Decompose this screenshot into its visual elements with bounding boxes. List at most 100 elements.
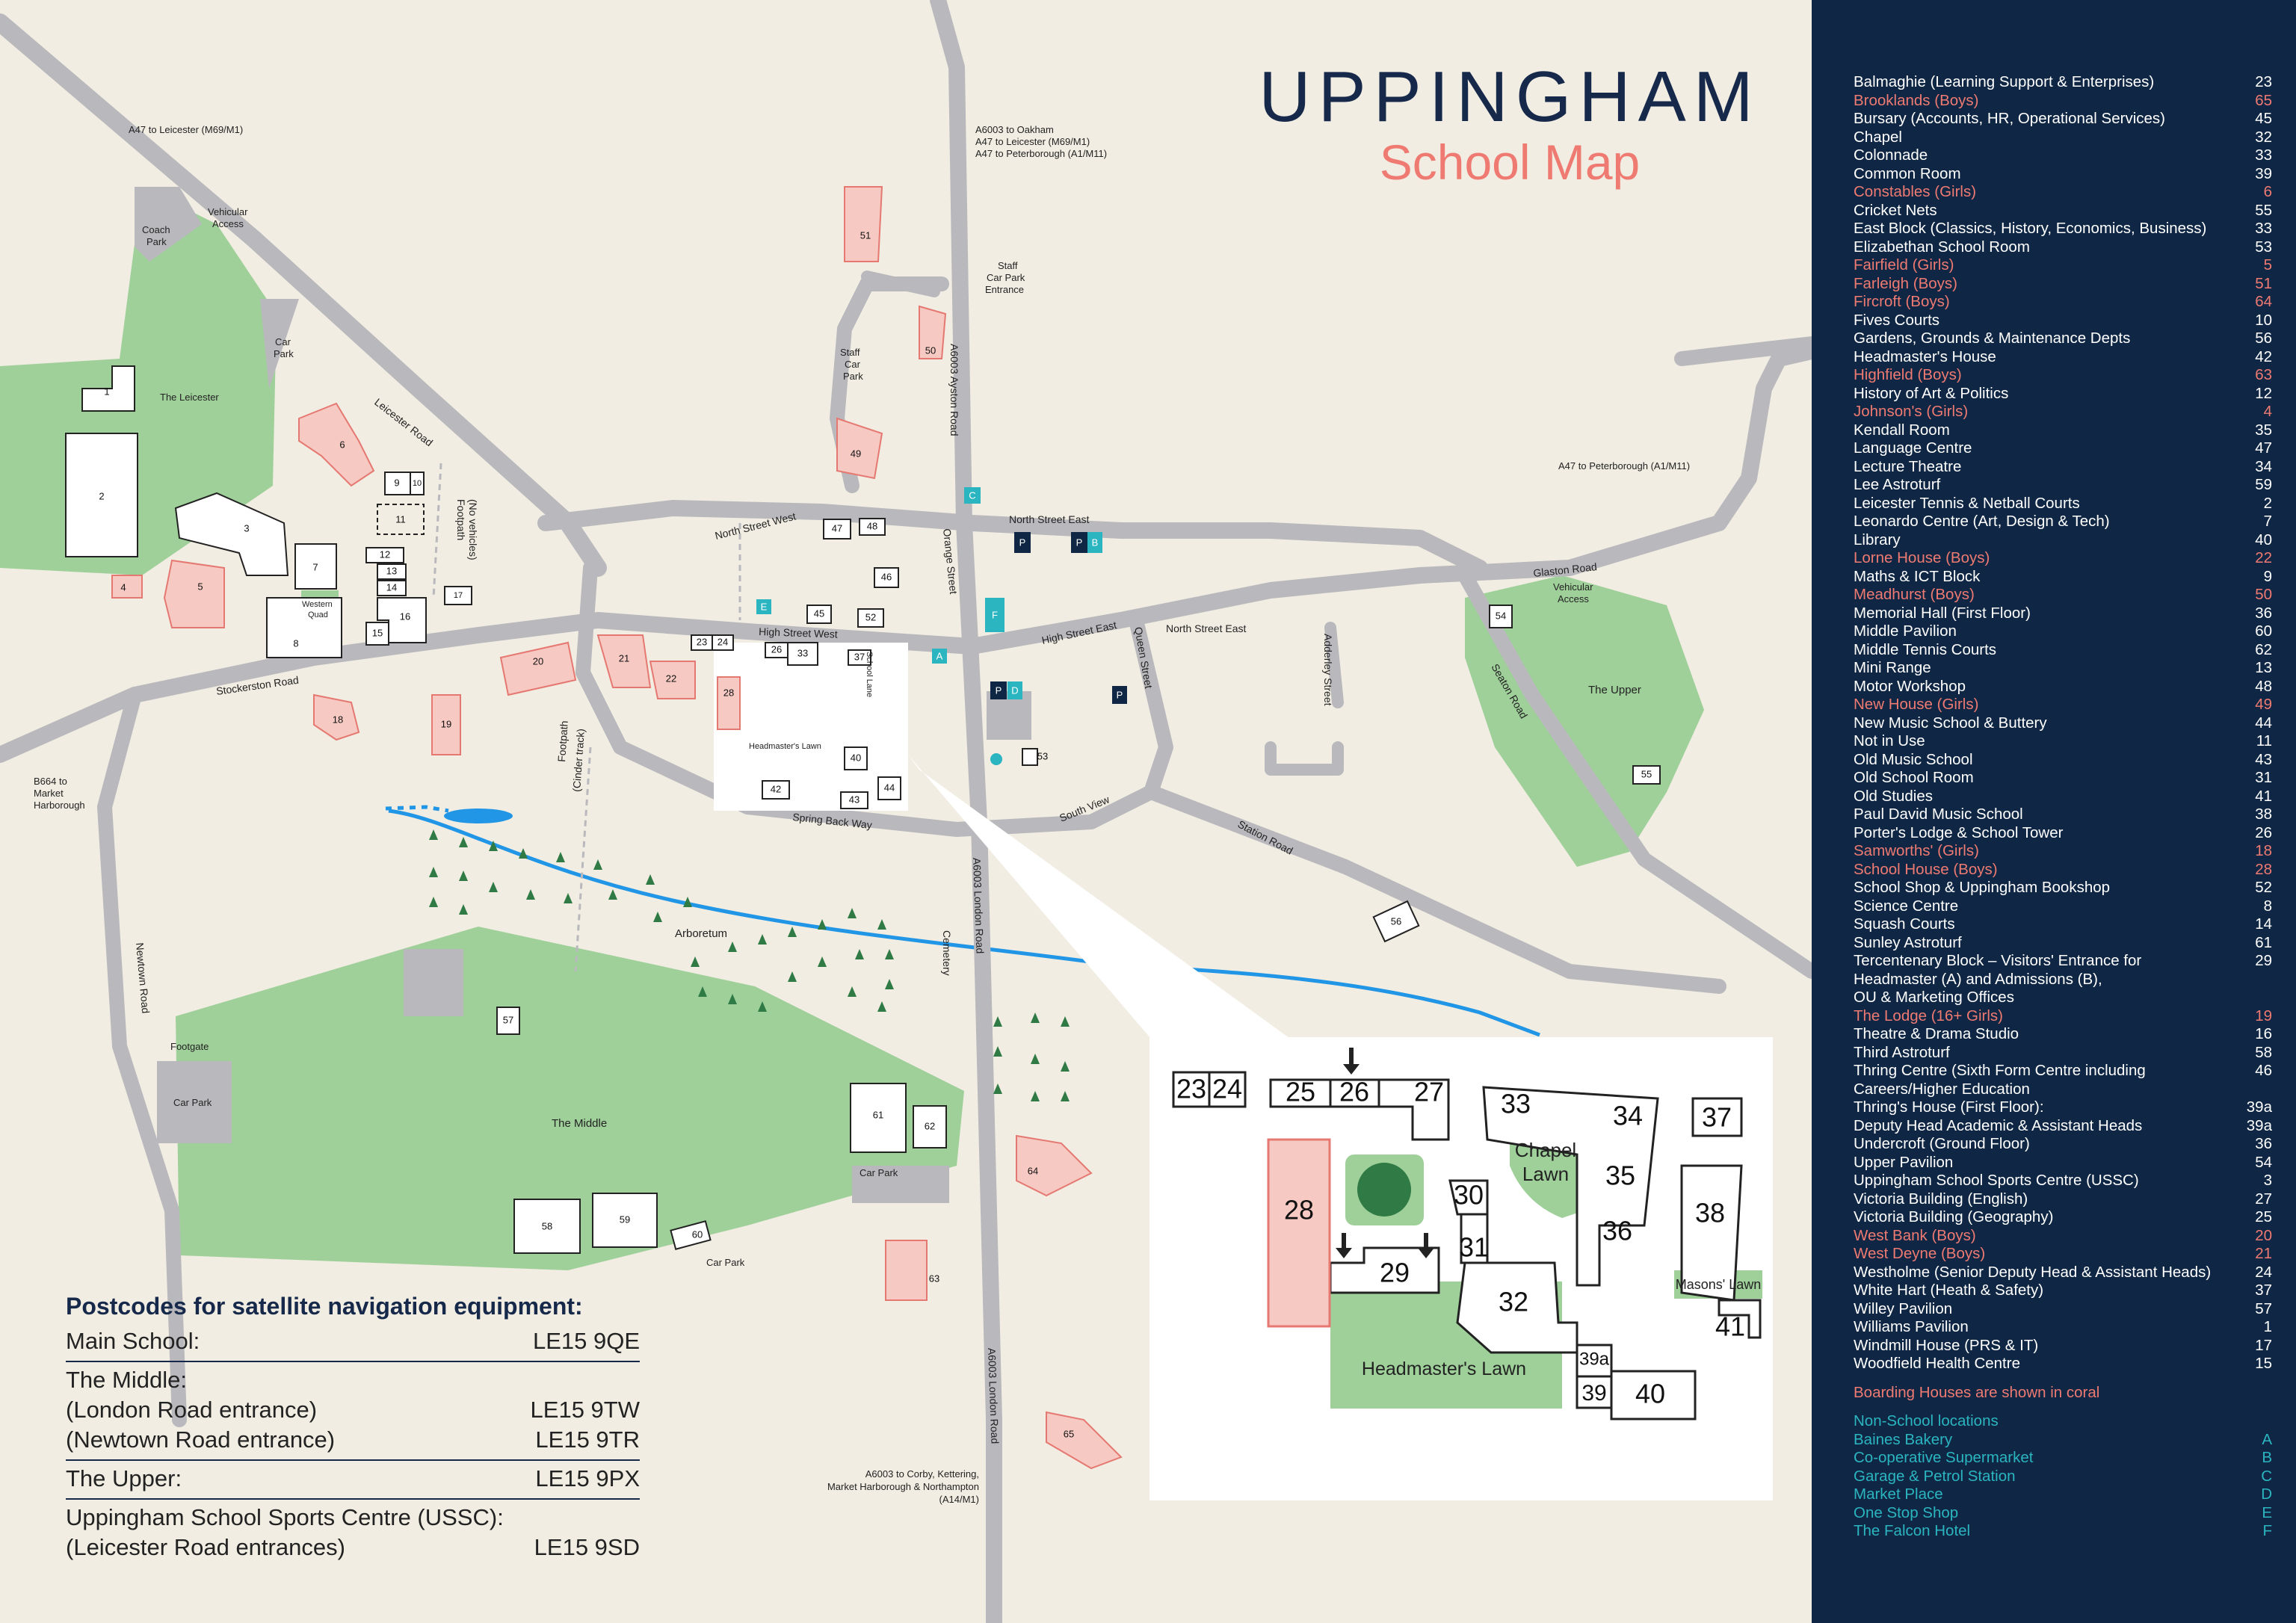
index-number: 33: [2255, 220, 2272, 237]
the-middle-field: [176, 927, 964, 1270]
building-56: [1372, 900, 1420, 943]
index-number: 62: [2255, 640, 2272, 658]
index-number: [2265, 989, 2272, 1007]
index-name: Theatre & Drama Studio: [1854, 1025, 2019, 1042]
index-name: Upper Pavilion: [1854, 1153, 1954, 1171]
building-59: [592, 1193, 658, 1248]
index-number: 39a: [2246, 1098, 2272, 1116]
index-number: 23: [2255, 73, 2272, 90]
index-name: West Deyne (Boys): [1854, 1245, 1986, 1262]
non-school-number: B: [2262, 1449, 2272, 1466]
index-row: Balmaghie (Learning Support & Enterprise…: [1854, 73, 2272, 92]
index-name: New Music School & Buttery: [1854, 714, 2047, 732]
index-number: 18: [2255, 842, 2272, 859]
index-name: Constables (Girls): [1854, 183, 1977, 200]
index-name: Maths & ICT Block: [1854, 567, 1981, 585]
index-row: Johnson's (Girls)4: [1854, 403, 2272, 421]
index-number: 34: [2255, 457, 2272, 475]
index-number: 21: [2255, 1245, 2272, 1262]
postcode-upper-label: The Upper:: [66, 1465, 182, 1491]
index-name: Old Studies: [1854, 787, 1933, 805]
car-park-pavilion: [852, 1166, 949, 1203]
building-12: [365, 547, 404, 563]
index-name: Bursary (Accounts, HR, Operational Servi…: [1854, 110, 2165, 127]
index-row: School Shop & Uppingham Bookshop 52: [1854, 879, 2272, 897]
building-14: [377, 580, 407, 596]
index-row: Brooklands (Boys)65: [1854, 92, 2272, 111]
postcode-middle-newtown-code: LE15 9TR: [535, 1426, 640, 1453]
index-name: Highfield (Boys): [1854, 366, 1962, 383]
building-2: [65, 433, 138, 557]
non-school-number: C: [2261, 1467, 2272, 1485]
index-row: Lorne House (Boys)22: [1854, 549, 2272, 568]
index-name: New House (Girls): [1854, 696, 1979, 713]
car-park-leicester: [260, 299, 299, 389]
index-number: 27: [2255, 1190, 2272, 1208]
non-school-name: The Falcon Hotel: [1854, 1522, 1971, 1539]
index-name: Squash Courts: [1854, 915, 1955, 933]
coach-park: [135, 187, 202, 262]
building-43: [840, 791, 868, 809]
index-name: OU & Marketing Offices: [1854, 989, 2014, 1006]
index-row: School House (Boys)28: [1854, 861, 2272, 879]
index-name: Language Centre: [1854, 439, 1972, 457]
index-number: 32: [2255, 128, 2272, 146]
index-row: Victoria Building (English)27: [1854, 1190, 2272, 1209]
index-number: 3: [2263, 1172, 2272, 1189]
building-37: [848, 649, 871, 666]
index-name: Woodfield Health Centre: [1854, 1355, 2020, 1372]
index-number: 46: [2255, 1062, 2272, 1079]
building-4: [111, 575, 143, 599]
index-number: 35: [2255, 421, 2272, 439]
building-52: [857, 608, 884, 628]
index-row: The Lodge (16+ Girls)19: [1854, 1007, 2272, 1026]
non-school-number: D: [2261, 1486, 2272, 1503]
index-name: Deputy Head Academic & Assistant Heads: [1854, 1116, 2143, 1134]
building-50: [919, 305, 947, 359]
index-number: 52: [2255, 879, 2272, 896]
index-number: 47: [2255, 439, 2272, 457]
index-name: School Shop & Uppingham Bookshop: [1854, 879, 2111, 896]
index-number: 56: [2255, 330, 2272, 347]
index-name: Common Room: [1854, 164, 1961, 182]
building-19: [431, 694, 461, 755]
church-icon: [990, 753, 1002, 765]
index-name: Meadhurst (Boys): [1854, 586, 1975, 603]
index-row: OU & Marketing Offices: [1854, 989, 2272, 1007]
building-index-panel: Balmaghie (Learning Support & Enterprise…: [1812, 0, 2296, 1623]
building-58: [513, 1199, 581, 1254]
index-row: Memorial Hall (First Floor)36: [1854, 605, 2272, 623]
car-park-market: [987, 691, 1031, 740]
non-school-number: A: [2262, 1430, 2272, 1448]
non-school-name: Market Place: [1854, 1486, 1943, 1503]
index-number: 38: [2255, 806, 2272, 823]
index-number: 20: [2255, 1226, 2272, 1244]
postcode-middle-label: The Middle:: [66, 1367, 187, 1393]
index-number: 44: [2255, 714, 2272, 732]
index-name: Balmaghie (Learning Support & Enterprise…: [1854, 73, 2155, 90]
building-23: [691, 634, 713, 651]
index-number: 6: [2263, 183, 2272, 200]
index-name: Headmaster's House: [1854, 347, 1996, 365]
index-name: Memorial Hall (First Floor): [1854, 604, 2031, 622]
index-name: Not in Use: [1854, 732, 1925, 749]
index-row: Leonardo Centre (Art, Design & Tech)7: [1854, 513, 2272, 531]
index-name: Westholme (Senior Deputy Head & Assistan…: [1854, 1263, 2212, 1281]
index-row: Language Centre 47: [1854, 439, 2272, 458]
index-name: Old Music School: [1854, 750, 1973, 768]
roads: [0, 0, 1812, 1623]
index-name: Leonardo Centre (Art, Design & Tech): [1854, 513, 2110, 530]
index-number: 1: [2263, 1318, 2272, 1335]
index-name: Colonnade: [1854, 146, 1928, 164]
